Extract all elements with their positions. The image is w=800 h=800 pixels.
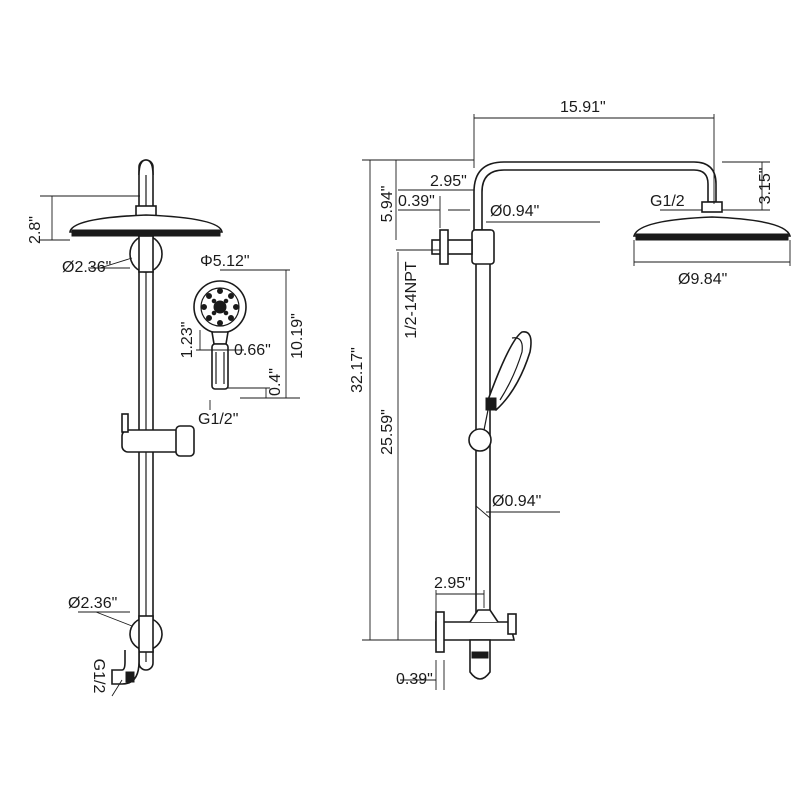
- right-valve-top: [469, 609, 499, 623]
- right-lower-wall-flange: [435, 611, 445, 653]
- right-rain-head-face: [635, 233, 789, 241]
- left-hand-shower: [193, 280, 247, 390]
- hand-shower-handle: [211, 343, 229, 390]
- right-front-view: 15.91" 2.95" 3.15" 0.39" 5.94" Ø0.94" G1…: [349, 99, 792, 690]
- handheld-length-label: 10.19": [289, 313, 306, 359]
- left-lower-flange-pipe: [138, 615, 154, 653]
- right-hand-shower-holder: [485, 397, 497, 411]
- handheld-thread-label: G1/2": [198, 411, 238, 428]
- hand-shower-center: [213, 300, 227, 314]
- right-hand-shower: [487, 331, 532, 412]
- total-height-label: 32.17": [349, 347, 366, 393]
- right-upper-connector: [471, 229, 495, 265]
- left-rain-head: [69, 214, 223, 233]
- upper-pipe-diameter-label: Ø0.94": [490, 203, 539, 220]
- left-lower-flange-label: Ø2.36": [68, 595, 117, 612]
- left-upper-flange-label: Ø2.36": [62, 259, 111, 276]
- lower-pipe-diameter-label: Ø0.94": [492, 493, 541, 510]
- right-slide-knob: [468, 428, 492, 452]
- left-rain-head-face: [71, 229, 221, 237]
- bottom-gap-label: 0.39": [396, 671, 433, 688]
- right-riser-pipe: [475, 229, 491, 623]
- handheld-diameter-label: Φ5.12": [200, 253, 250, 270]
- left-side-view: 2.8" Ø2.36" Φ5.12" 1.23" 0.66" 10.19" 0.…: [27, 159, 306, 697]
- left-bracket-knob: [121, 413, 129, 433]
- left-inlet-nut: [125, 671, 135, 683]
- right-upper-wall-arm: [431, 239, 473, 255]
- wall-thread-label: 1/2-14NPT: [403, 261, 420, 339]
- left-head-height-label: 2.8": [27, 216, 44, 244]
- left-dimension-lines: [40, 195, 300, 697]
- upper-offset-label: 2.95": [430, 173, 467, 190]
- head-thread-label: G1/2: [650, 193, 685, 210]
- handheld-neck-label: 1.23": [179, 322, 196, 359]
- head-diameter-label: Ø9.84": [678, 271, 727, 288]
- lower-offset-label: 2.95": [434, 575, 471, 592]
- arm-reach-label: 15.91": [560, 99, 606, 116]
- right-dimension-lines: [362, 114, 791, 690]
- right-rain-head: [632, 216, 792, 237]
- right-spout-ring: [471, 651, 489, 659]
- right-valve-handle: [507, 613, 517, 635]
- left-upper-flange-pipe: [138, 235, 154, 273]
- right-mixer-valve: [435, 621, 515, 641]
- left-bracket-holder: [175, 425, 195, 457]
- handheld-width-label: 0.66": [234, 342, 271, 359]
- handheld-thread-depth-label: 0.4": [267, 368, 284, 396]
- hand-shower-neck: [211, 331, 229, 345]
- left-riser-top-cap: [138, 159, 154, 176]
- upper-height-label: 5.94": [379, 186, 396, 223]
- hand-shower-nozzles: [201, 288, 239, 326]
- right-upper-wall-flange: [439, 229, 449, 265]
- wall-gap-label: 0.39": [398, 193, 435, 210]
- right-head-connector: [701, 201, 723, 213]
- drop-depth-label: 3.15": [757, 168, 774, 205]
- lower-height-label: 25.59": [379, 409, 396, 455]
- right-valve-spout: [469, 639, 491, 680]
- left-inlet-thread-label: G1/2: [90, 659, 107, 694]
